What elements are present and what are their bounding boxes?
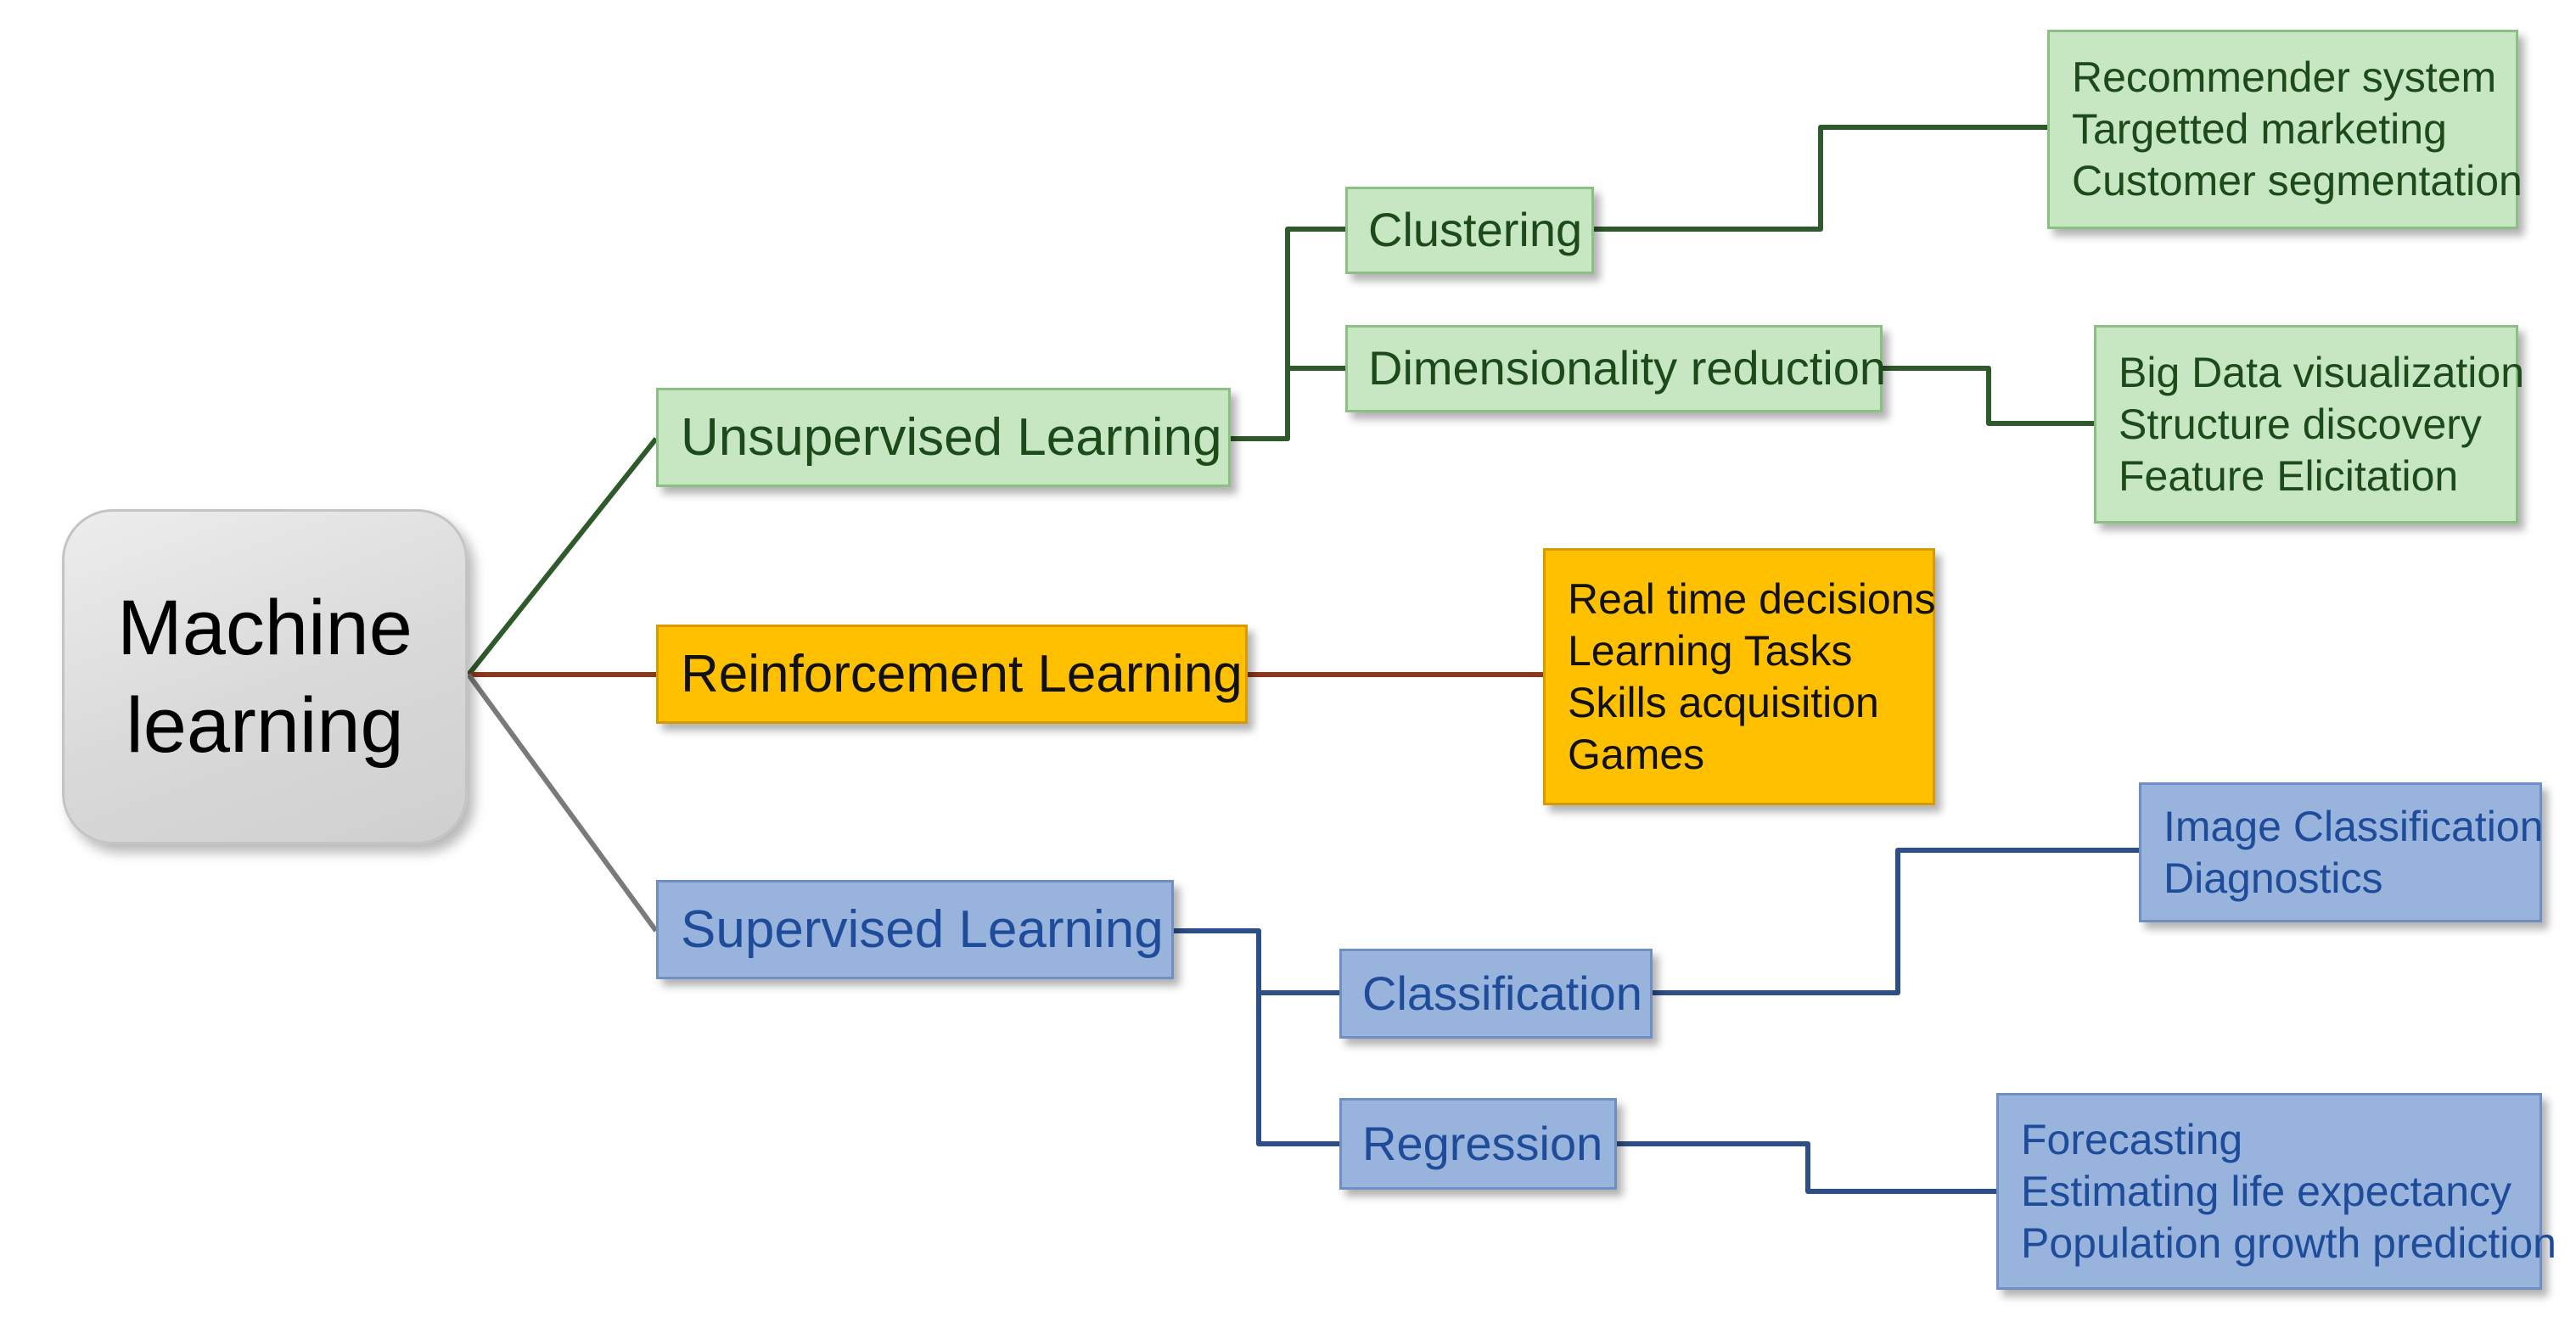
supervised-learning-node: Supervised Learning xyxy=(656,880,1174,979)
root-label-line-1: Machine xyxy=(117,584,412,671)
root-label-line-2: learning xyxy=(126,681,404,769)
classification-example-2: Diagnostics xyxy=(2164,854,2383,902)
unsupervised-learning-node: Unsupervised Learning xyxy=(656,388,1231,487)
regression-label: Regression xyxy=(1362,1116,1603,1170)
clustering-label: Clustering xyxy=(1368,203,1583,257)
reinforcement-example-3: Skills acquisition xyxy=(1568,678,1879,726)
reinforcement-example-2: Learning Tasks xyxy=(1568,626,1853,675)
regression-example-2: Estimating life expectancy xyxy=(2021,1167,2512,1215)
reinforcement-learning-label: Reinforcement Learning xyxy=(681,644,1243,703)
classification-example-1: Image Classification xyxy=(2164,802,2544,850)
clustering-example-1: Recommender system xyxy=(2072,53,2497,101)
dimensionality-example-1: Big Data visualization xyxy=(2119,348,2525,396)
supervised-learning-label: Supervised Learning xyxy=(681,899,1164,959)
connector-supervised-regression xyxy=(1256,993,1339,1146)
classification-node: Classification xyxy=(1339,949,1653,1039)
connector-dimensionality-examples xyxy=(1883,366,2094,426)
connector-root-supervised xyxy=(466,673,659,933)
regression-example-1: Forecasting xyxy=(2021,1115,2243,1163)
reinforcement-example-4: Games xyxy=(1568,730,1705,778)
connector-supervised-classification xyxy=(1174,928,1339,995)
classification-examples-box: Image Classification Diagnostics xyxy=(2139,782,2544,922)
connector-unsupervised-clustering xyxy=(1231,227,1345,441)
clustering-example-3: Customer segmentation xyxy=(2072,157,2523,204)
regression-node: Regression xyxy=(1339,1098,1617,1190)
dimensionality-reduction-label: Dimensionality reduction xyxy=(1368,341,1887,395)
dimensionality-examples-box: Big Data visualization Structure discove… xyxy=(2094,325,2525,524)
dimensionality-example-3: Feature Elicitation xyxy=(2119,451,2459,500)
dimensionality-reduction-node: Dimensionality reduction xyxy=(1345,325,1887,412)
regression-examples-box: Forecasting Estimating life expectancy P… xyxy=(1996,1093,2556,1290)
connector-root-unsupervised xyxy=(466,437,659,676)
regression-example-3: Population growth prediction xyxy=(2021,1219,2556,1267)
connector-clustering-examples xyxy=(1594,125,2047,232)
dimensionality-example-2: Structure discovery xyxy=(2119,400,2482,448)
clustering-example-2: Targetted marketing xyxy=(2072,105,2447,153)
clustering-node: Clustering xyxy=(1345,187,1594,274)
unsupervised-learning-label: Unsupervised Learning xyxy=(681,407,1222,467)
reinforcement-learning-node: Reinforcement Learning xyxy=(656,625,1248,724)
clustering-examples-box: Recommender system Targetted marketing C… xyxy=(2047,30,2523,229)
connector-regression-examples xyxy=(1617,1141,1996,1194)
connector-classification-examples xyxy=(1653,848,2139,995)
root-node-machine-learning: Machine learning xyxy=(62,509,468,844)
reinforcement-example-1: Real time decisions xyxy=(1568,574,1936,623)
reinforcement-examples-box: Real time decisions Learning Tasks Skill… xyxy=(1543,548,1936,805)
classification-label: Classification xyxy=(1362,966,1642,1020)
